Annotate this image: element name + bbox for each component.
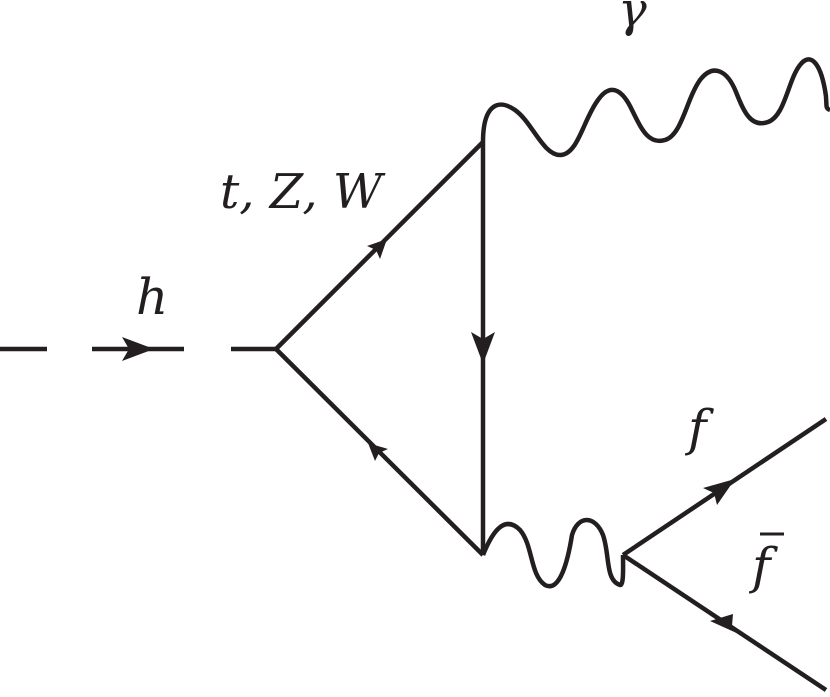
fermion-lines <box>621 417 828 692</box>
fermion-label: f <box>684 399 714 457</box>
fermion-arrow-icon <box>703 479 735 505</box>
loop-particles-label: t, Z, W <box>220 164 386 220</box>
photon-wavy-line <box>480 57 830 158</box>
higgs-label: h <box>136 268 168 326</box>
photon-label: γ <box>618 0 647 38</box>
boson-wavy-line <box>480 517 626 589</box>
antifermion-arrow-icon <box>710 614 741 635</box>
upper-leg-arrow-icon <box>367 239 387 259</box>
higgs-propagator <box>0 337 277 361</box>
antifermion-label: f <box>748 537 778 595</box>
higgs-arrow-icon <box>122 337 154 361</box>
triangle-loop <box>274 140 495 557</box>
lower-leg-arrow-icon <box>368 443 388 461</box>
vertical-leg-arrow-icon <box>471 332 495 364</box>
